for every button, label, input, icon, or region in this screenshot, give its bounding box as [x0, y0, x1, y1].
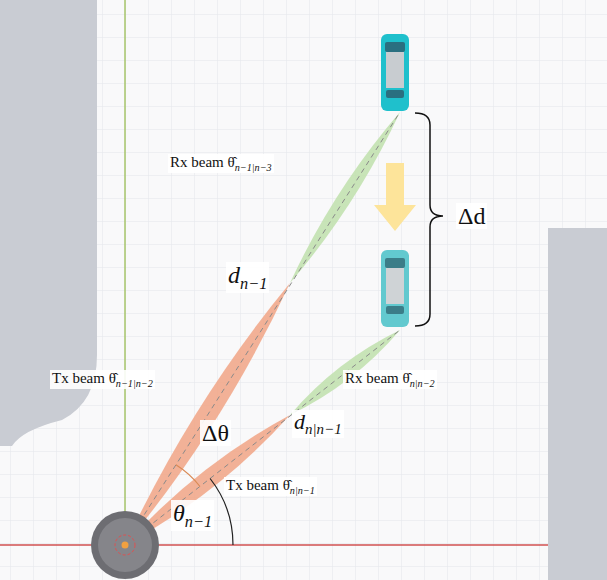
label: Rx beam θ̂n|n−2 — [343, 370, 437, 389]
label-text: d — [228, 262, 240, 288]
motion-arrow — [374, 163, 416, 231]
label-text: Rx beam θ̂ — [345, 370, 410, 386]
angle-arc — [176, 465, 200, 487]
subscript: n|n−2 — [410, 378, 435, 389]
label: Δd — [456, 203, 487, 229]
subscript: n|n−1 — [305, 421, 342, 437]
y-axis — [124, 0, 126, 545]
label-text: Rx beam θ̂ — [170, 154, 235, 170]
base-station — [98, 518, 152, 572]
label-text: Tx beam θ̂ — [52, 370, 116, 386]
label-text: Tx beam θ̂ — [226, 477, 290, 493]
label: Δθ — [200, 420, 231, 446]
label: Rx beam θ̂n−1|n−3 — [168, 154, 274, 173]
label: dn|n−1 — [292, 410, 344, 438]
subscript: n−1 — [185, 512, 212, 531]
label: θn−1 — [171, 500, 214, 531]
label-text: Δθ — [202, 420, 229, 446]
vehicle — [381, 34, 409, 111]
vehicle — [381, 250, 409, 327]
subscript: n−1|n−3 — [235, 162, 272, 173]
beam-axis — [125, 112, 400, 545]
subscript: n−1|n−2 — [116, 378, 153, 389]
label: Tx beam θ̂n|n−1 — [224, 477, 317, 496]
base-station — [122, 542, 129, 549]
building-right — [548, 228, 607, 580]
x-axis — [0, 544, 548, 546]
base-station — [115, 535, 135, 555]
label: Tx beam θ̂n−1|n−2 — [50, 370, 155, 389]
bracket — [415, 113, 443, 326]
label-text: d — [294, 409, 305, 434]
label-text: θ — [173, 500, 185, 526]
subscript: n−1 — [240, 274, 267, 293]
label: dn−1 — [226, 262, 269, 293]
subscript: n|n−1 — [290, 485, 315, 496]
base-station — [91, 511, 159, 579]
label-text: Δd — [458, 203, 485, 229]
beam-axis — [125, 330, 400, 545]
